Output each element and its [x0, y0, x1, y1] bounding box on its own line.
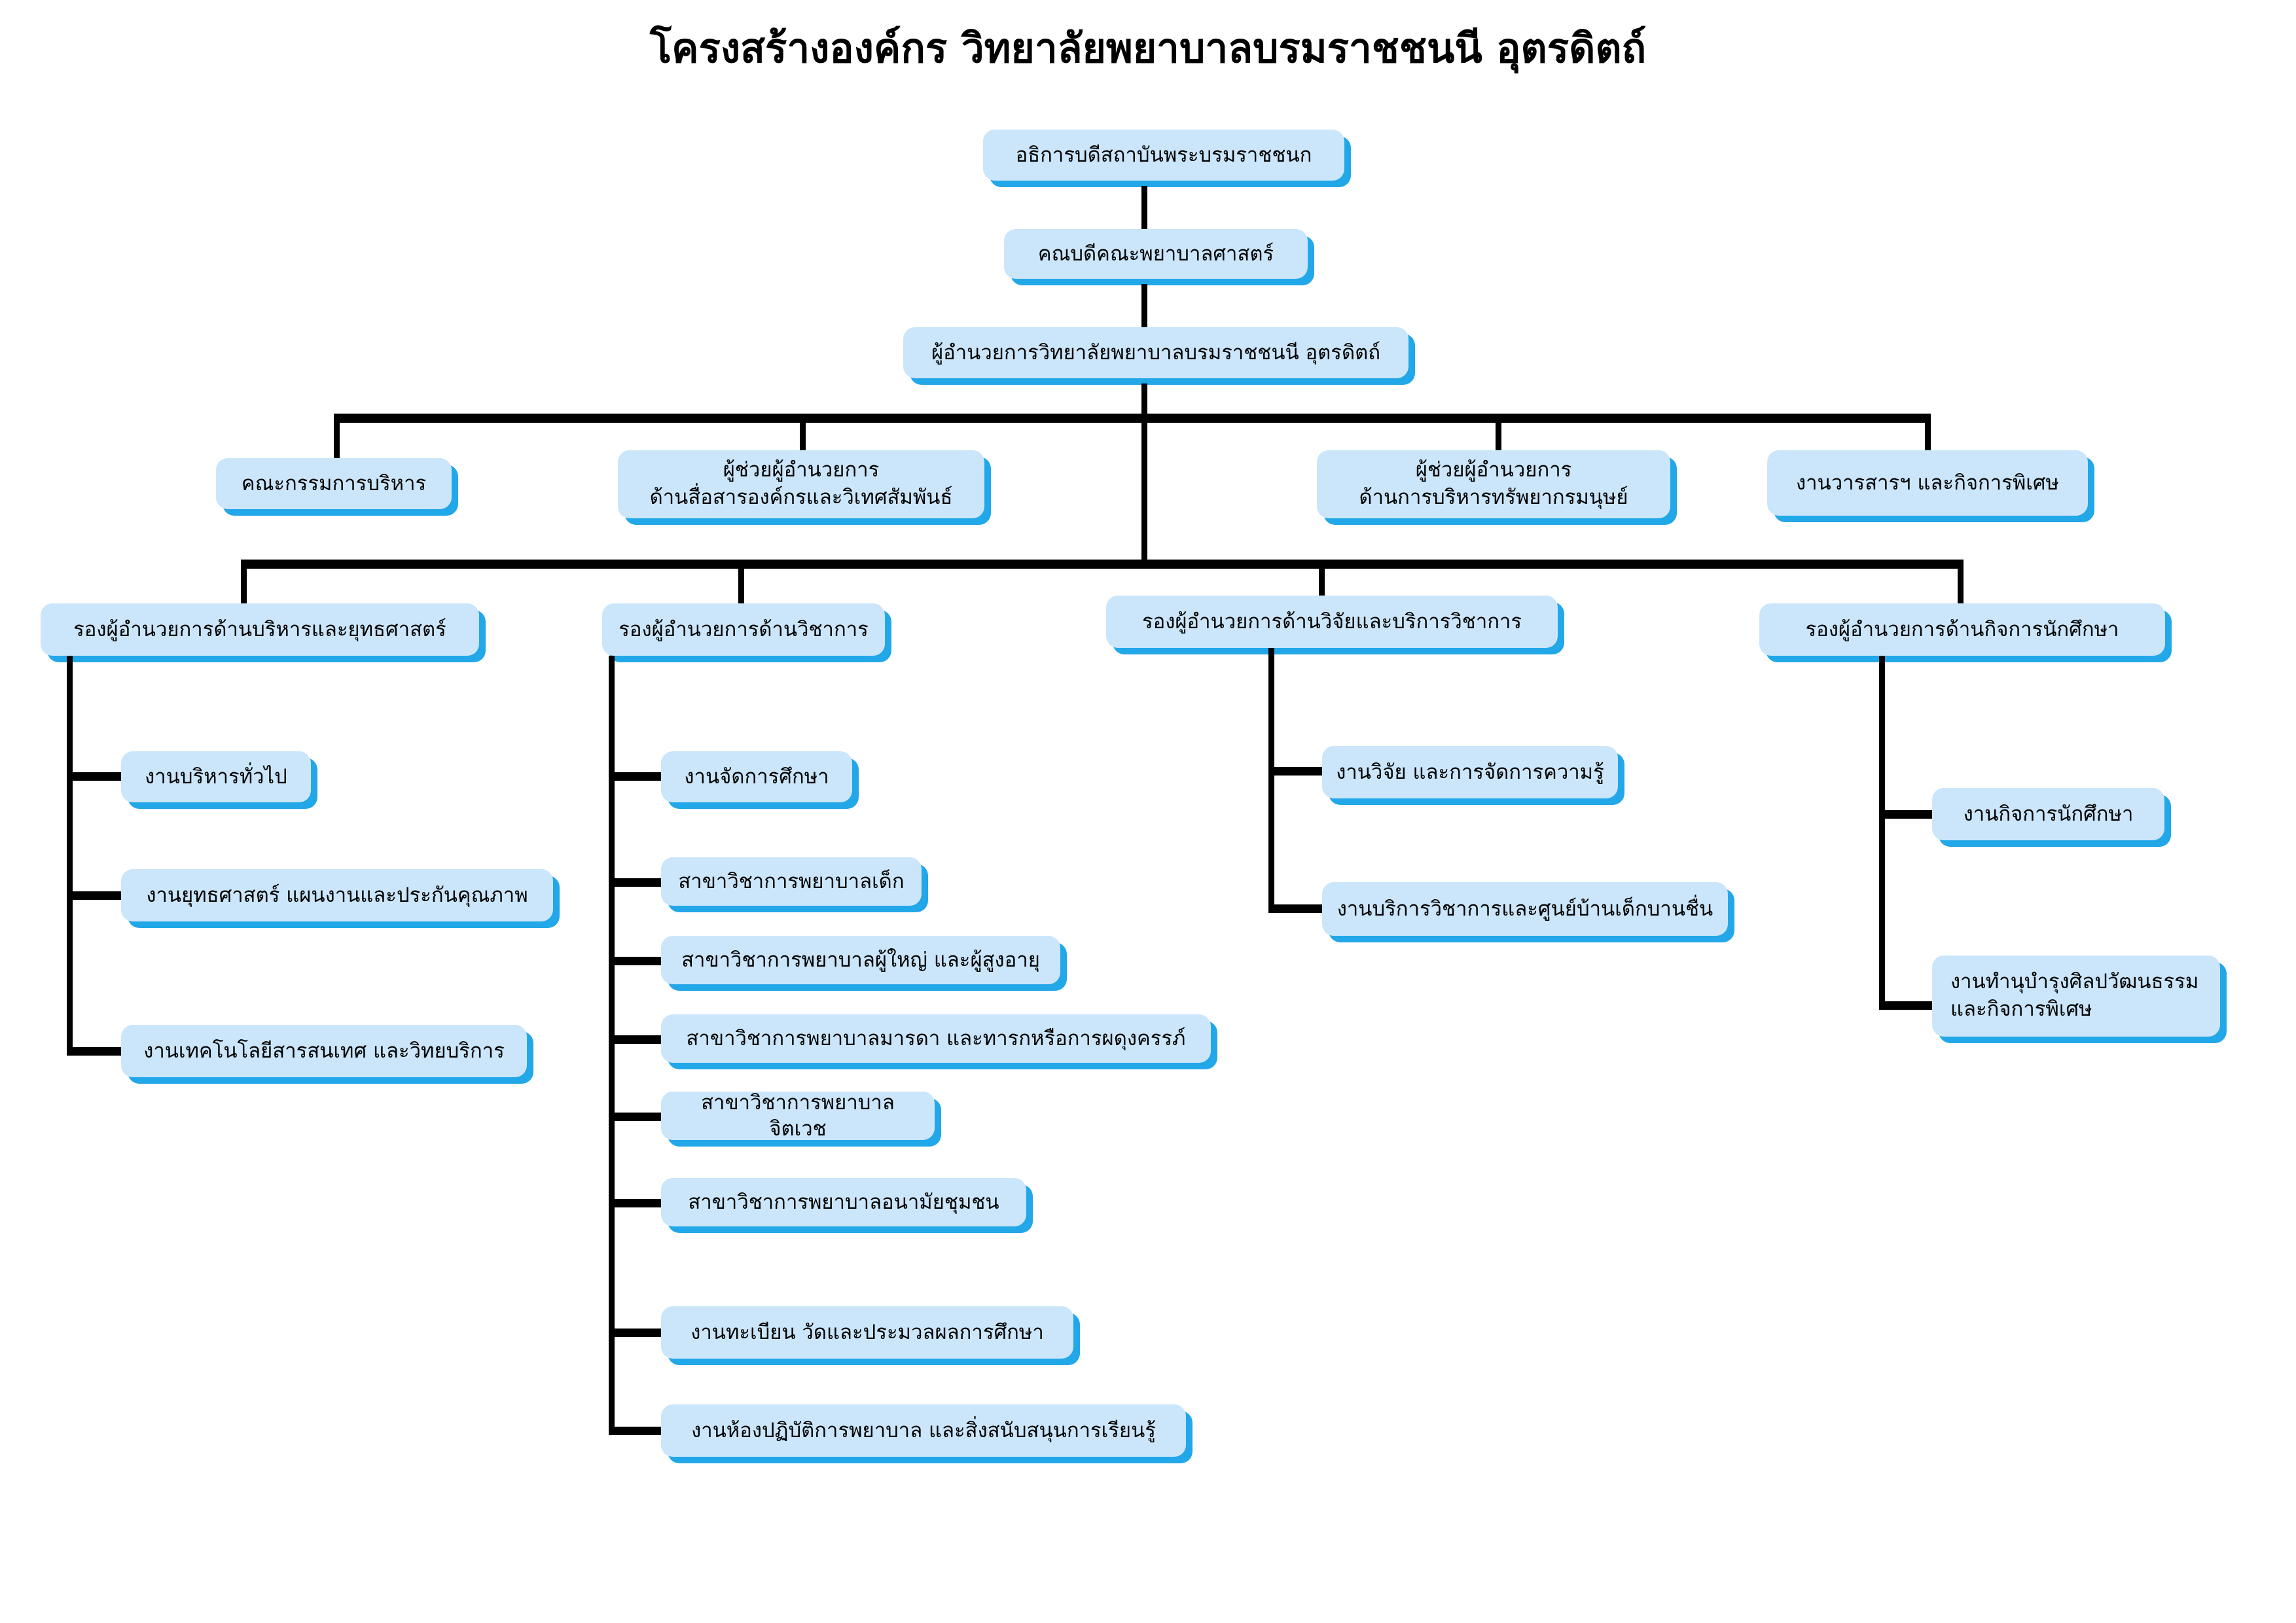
node-executive-committee[interactable]: คณะกรรมการบริหาร — [216, 458, 452, 509]
connector-admin-stub-2 — [67, 891, 126, 900]
node-dean[interactable]: คณบดีคณะพยาบาลศาสตร์ — [1004, 229, 1308, 279]
node-academic-services-childcare-center-label: งานบริการวิชาการและศูนย์บ้านเด็กบานชื่น — [1336, 897, 1713, 921]
node-maternal-midwifery-nursing-label: สาขาวิชาการพยาบาลมารดา และทารกหรือการผดุ… — [686, 1026, 1186, 1050]
node-research-knowledge-management[interactable]: งานวิจัย และการจัดการความรู้ — [1322, 746, 1618, 798]
node-nursing-lab-learning-support[interactable]: งานห้องปฏิบัติการพยาบาล และสิ่งสนับสนุนก… — [661, 1404, 1186, 1457]
node-it-library-services-label: งานเทคโนโลยีสารสนเทศ และวิทยบริการ — [143, 1039, 505, 1063]
node-assistant-communications-line2: ด้านสื่อสารองค์กรและวิเทศสัมพันธ์ — [649, 486, 953, 509]
node-adult-geriatric-nursing-label: สาขาวิชาการพยาบาลผู้ใหญ่ และผู้สูงอายุ — [681, 948, 1040, 972]
node-education-management[interactable]: งานจัดการศึกษา — [661, 751, 852, 802]
connector-student-stub-1 — [1879, 810, 1938, 819]
page-title: โครงสร้างองค์กร วิทยาลัยพยาบาลบรมราชชนนี… — [649, 24, 1647, 72]
connector-director-trunk — [1141, 383, 1147, 565]
connector-academic-stub-6 — [609, 1199, 668, 1207]
connector-bus-deputies — [241, 560, 1964, 569]
connector-research-stub-1 — [1268, 767, 1327, 776]
node-psychiatric-nursing-label: สาขาวิชาการพยาบาลจิตเวช — [701, 1090, 895, 1141]
node-general-administration-label: งานบริหารทั่วไป — [145, 764, 287, 789]
node-deputy-research[interactable]: รองผู้อำนวยการด้านวิจัยและบริการวิชาการ — [1106, 596, 1558, 648]
connector-drop-assistant-comm — [800, 419, 806, 452]
connector-student-stub-2 — [1879, 1001, 1938, 1010]
node-strategy-planning-qa-label: งานยุทธศาสตร์ แผนงานและประกันคุณภาพ — [146, 883, 528, 907]
node-general-administration[interactable]: งานบริหารทั่วไป — [121, 751, 311, 802]
connector-academic-stub-5 — [609, 1113, 668, 1121]
connector-drop-assistant-hr — [1496, 419, 1501, 452]
connector-academic-stub-1 — [609, 772, 668, 781]
node-director[interactable]: ผู้อำนวยการวิทยาลัยพยาบาลบรมราชชนนี อุตร… — [903, 327, 1408, 378]
node-deputy-student-label: รองผู้อำนวยการด้านกิจการนักศึกษา — [1805, 617, 2119, 641]
node-community-health-nursing[interactable]: สาขาวิชาการพยาบาลอนามัยชุมชน — [661, 1178, 1026, 1226]
node-deputy-research-label: รองผู้อำนวยการด้านวิจัยและบริการวิชาการ — [1141, 609, 1522, 633]
connector-student-spine — [1879, 656, 1885, 1009]
node-education-management-label: งานจัดการศึกษา — [684, 764, 829, 789]
node-psychiatric-nursing[interactable]: สาขาวิชาการพยาบาลจิตเวช — [661, 1090, 935, 1141]
node-it-library-services[interactable]: งานเทคโนโลยีสารสนเทศ และวิทยบริการ — [121, 1025, 527, 1077]
node-assistant-communications[interactable]: ผู้ช่วยผู้อำนวยการ ด้านสื่อสารองค์กรและว… — [618, 450, 984, 518]
node-rector[interactable]: อธิการบดีสถาบันพระบรมราชชนก — [983, 130, 1344, 181]
connector-research-stub-2 — [1268, 904, 1327, 913]
node-academic-services-childcare-center[interactable]: งานบริการวิชาการและศูนย์บ้านเด็กบานชื่น — [1322, 882, 1728, 936]
connector-rector-to-dean — [1141, 186, 1147, 229]
connector-drop-committee — [334, 419, 340, 459]
node-nursing-lab-learning-support-label: งานห้องปฏิบัติการพยาบาล และสิ่งสนับสนุนก… — [691, 1418, 1156, 1442]
connector-dean-to-director — [1141, 284, 1147, 327]
node-research-knowledge-management-label: งานวิจัย และการจัดการความรู้ — [1336, 760, 1604, 784]
node-deputy-admin[interactable]: รองผู้อำนวยการด้านบริหารและยุทธศาสตร์ — [41, 603, 479, 656]
node-pediatric-nursing-label: สาขาวิชาการพยาบาลเด็ก — [678, 869, 905, 893]
node-student-affairs[interactable]: งานกิจการนักศึกษา — [1932, 788, 2164, 840]
connector-academic-stub-4 — [609, 1035, 668, 1044]
node-registration-assessment[interactable]: งานทะเบียน วัดและประมวลผลการศึกษา — [661, 1306, 1073, 1359]
node-assistant-hr[interactable]: ผู้ช่วยผู้อำนวยการ ด้านการบริหารทรัพยากร… — [1317, 450, 1670, 518]
node-pediatric-nursing[interactable]: สาขาวิชาการพยาบาลเด็ก — [661, 857, 922, 906]
connector-academic-stub-8 — [609, 1427, 668, 1435]
connector-academic-stub-2 — [609, 878, 668, 887]
node-arts-culture-special-affairs[interactable]: งานทำนุบำรุงศิลปวัฒนธรรม และกิจการพิเศษ — [1932, 955, 2220, 1037]
connector-academic-stub-7 — [609, 1329, 668, 1337]
node-executive-committee-label: คณะกรรมการบริหาร — [241, 471, 427, 495]
node-registration-assessment-label: งานทะเบียน วัดและประมวลผลการศึกษา — [691, 1320, 1044, 1344]
node-dean-label: คณบดีคณะพยาบาลศาสตร์ — [1037, 241, 1274, 266]
node-director-label: ผู้อำนวยการวิทยาลัยพยาบาลบรมราชชนนี อุตร… — [931, 340, 1380, 365]
node-assistant-hr-line2: ด้านการบริหารทรัพยากรมนุษย์ — [1359, 486, 1628, 509]
connector-drop-deputy-research — [1319, 565, 1325, 596]
node-arts-culture-special-affairs-line2: และกิจการพิเศษ — [1950, 997, 2092, 1021]
connector-bus-assistants — [334, 414, 1931, 423]
node-community-health-nursing-label: สาขาวิชาการพยาบาลอนามัยชุมชน — [688, 1190, 999, 1214]
connector-admin-stub-3 — [67, 1047, 126, 1056]
node-deputy-admin-label: รองผู้อำนวยการด้านบริหารและยุทธศาสตร์ — [73, 617, 446, 641]
node-deputy-academic[interactable]: รองผู้อำนวยการด้านวิชาการ — [602, 603, 885, 656]
connector-academic-stub-3 — [609, 957, 668, 965]
node-journal-special-affairs-label: งานวารสารฯ และกิจการพิเศษ — [1796, 471, 2059, 495]
node-arts-culture-special-affairs-line1: งานทำนุบำรุงศิลปวัฒนธรรม — [1950, 970, 2199, 994]
node-assistant-hr-line1: ผู้ช่วยผู้อำนวยการ — [1415, 458, 1572, 482]
node-maternal-midwifery-nursing[interactable]: สาขาวิชาการพยาบาลมารดา และทารกหรือการผดุ… — [661, 1014, 1211, 1063]
connector-drop-deputy-student — [1958, 565, 1964, 605]
node-rector-label: อธิการบดีสถาบันพระบรมราชชนก — [1015, 143, 1312, 167]
node-deputy-academic-label: รองผู้อำนวยการด้านวิชาการ — [619, 617, 869, 641]
node-assistant-communications-line1: ผู้ช่วยผู้อำนวยการ — [723, 458, 880, 482]
connector-admin-spine — [67, 656, 73, 1054]
connector-research-spine — [1268, 648, 1274, 910]
connector-drop-journal — [1925, 419, 1931, 452]
node-strategy-planning-qa[interactable]: งานยุทธศาสตร์ แผนงานและประกันคุณภาพ — [121, 869, 553, 921]
node-journal-special-affairs[interactable]: งานวารสารฯ และกิจการพิเศษ — [1767, 450, 2088, 516]
node-deputy-student[interactable]: รองผู้อำนวยการด้านกิจการนักศึกษา — [1759, 603, 2165, 656]
node-adult-geriatric-nursing[interactable]: สาขาวิชาการพยาบาลผู้ใหญ่ และผู้สูงอายุ — [661, 936, 1060, 984]
node-student-affairs-label: งานกิจการนักศึกษา — [1963, 802, 2134, 826]
connector-drop-deputy-academic — [738, 565, 744, 615]
connector-drop-deputy-admin — [241, 565, 247, 605]
connector-admin-stub-1 — [67, 772, 126, 781]
